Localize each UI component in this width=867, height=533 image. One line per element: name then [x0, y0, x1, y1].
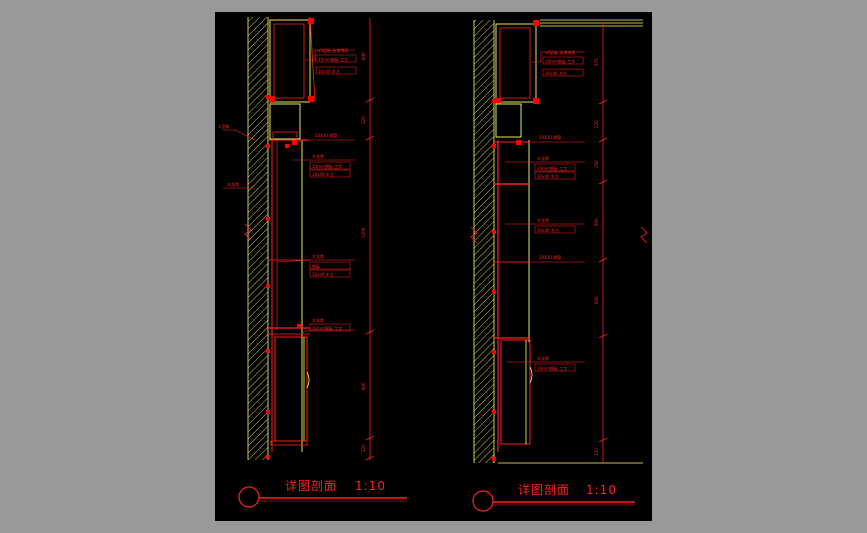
dimension-label: 840	[361, 52, 366, 60]
section-title: 详图剖面	[285, 478, 337, 493]
note-text: 木龙骨	[312, 317, 324, 323]
note-text: 木龙骨	[537, 217, 549, 223]
note-text: 10mm钢板 工字	[537, 165, 567, 171]
side-callout: L型钢	[219, 123, 229, 129]
side-callout: 木龙骨	[227, 181, 239, 187]
dimension-label: 1200	[361, 227, 366, 238]
cad-drawing-canvas: 840 220 1200 600 120 a5层板 油漆饰面 10mm钢板 工字…	[215, 12, 652, 521]
note-text: 木龙骨	[312, 253, 324, 259]
note-text: 钢板	[312, 263, 320, 269]
note-text: 10mm钢板 工字	[545, 58, 575, 64]
section-scale: 1:10	[586, 483, 617, 497]
note-text: 30x40 木方	[537, 227, 559, 233]
note-text: 10mm钢板 工字	[537, 365, 567, 371]
right-wall-hatch	[474, 20, 494, 463]
dimension-label: 600	[361, 382, 366, 390]
dimension-label: 570	[594, 58, 599, 66]
right-section: 570 220 250 600 600 120 a5层板 油漆饰面 10mm钢板…	[470, 19, 648, 512]
dimension-label: 600	[594, 218, 599, 226]
note-text: a5层板 油漆饰面	[318, 47, 348, 53]
right-bottom-cabinet	[500, 339, 531, 445]
section-scale: 1:10	[355, 479, 386, 493]
note-text: 20X20 钢管	[539, 254, 561, 260]
note-text: 30x40 木方	[537, 173, 559, 179]
note-text: 木龙骨	[537, 355, 549, 361]
note-text: 30x40 木方	[312, 271, 334, 277]
right-top-cabinet	[495, 23, 537, 103]
note-text: 木龙骨	[537, 155, 549, 161]
note-text: 10mm钢板 工字	[312, 325, 342, 331]
dimension-label: 120	[361, 444, 366, 452]
note-text: 10mm钢板 工字	[312, 163, 342, 169]
section-title: 详图剖面	[518, 482, 570, 497]
dimension-label: 120	[594, 448, 599, 456]
dimension-label: 250	[594, 160, 599, 168]
note-text: 30x40 木方	[312, 171, 334, 177]
section-marker-circle	[472, 490, 494, 512]
note-text: 10mm钢板 工字	[318, 56, 348, 62]
left-wall-hatch	[248, 17, 268, 460]
left-top-cabinet	[269, 19, 311, 103]
note-text: a5层板 油漆饰面	[545, 49, 575, 55]
section-drawings: 840 220 1200 600 120 a5层板 油漆饰面 10mm钢板 工字…	[219, 16, 648, 512]
note-text: 30x40 木方	[318, 68, 340, 74]
dimension-label: 600	[594, 296, 599, 304]
note-text: 木龙骨	[312, 153, 324, 159]
dimension-label: 220	[361, 116, 366, 124]
note-text: 20X20 钢管	[315, 132, 337, 138]
section-marker-circle	[238, 486, 260, 508]
note-text: 30x40 木方	[545, 70, 567, 76]
note-text: 20X20 钢管	[539, 134, 561, 140]
dimension-label: 220	[594, 120, 599, 128]
left-section: 840 220 1200 600 120 a5层板 油漆饰面 10mm钢板 工字…	[219, 16, 407, 508]
